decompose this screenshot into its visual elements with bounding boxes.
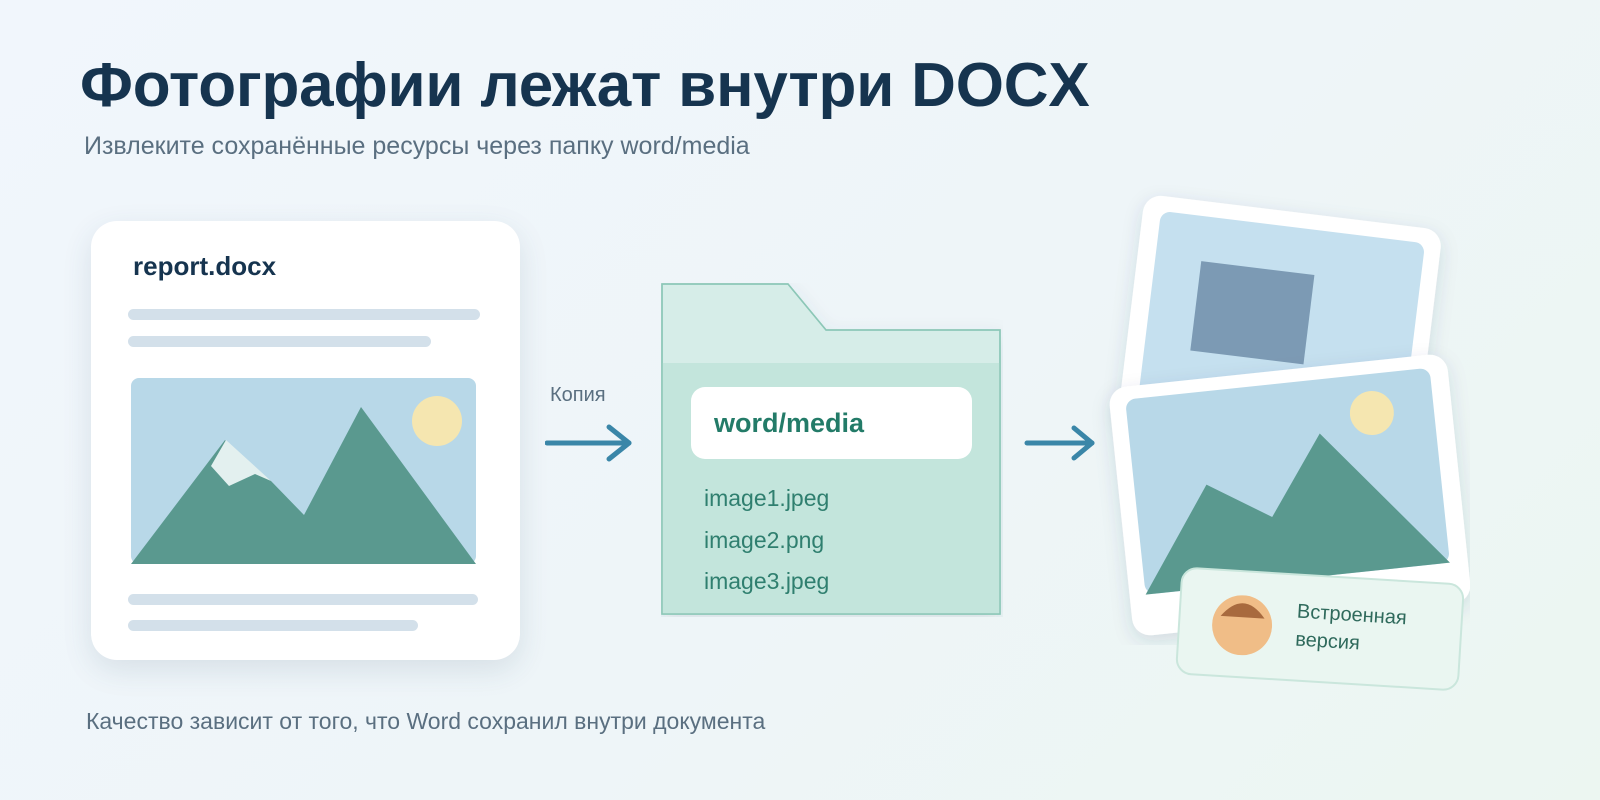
front-photo-icon <box>1109 354 1470 636</box>
file-item: image3.jpeg <box>704 568 830 594</box>
badge-label: Встроенная версия <box>1294 600 1408 655</box>
text-line-placeholder <box>128 309 480 320</box>
text-line-placeholder <box>128 594 478 605</box>
extracted-photos-stack <box>1109 195 1470 636</box>
avatar-icon <box>1212 595 1273 656</box>
file-item: image2.png <box>704 527 825 553</box>
footer-note: Качество зависит от того, что Word сохра… <box>86 708 766 734</box>
document-filename: report.docx <box>133 251 277 281</box>
page-title: Фотографии лежат внутри DOCX <box>80 51 1090 120</box>
page-subtitle: Извлеките сохранённые ресурсы через папк… <box>84 132 750 160</box>
file-item: image1.jpeg <box>704 485 830 511</box>
embedded-version-badge: Встроенная версия <box>1174 566 1466 692</box>
text-line-placeholder <box>128 336 431 347</box>
arrow-right-icon <box>545 424 632 462</box>
arrow-right-icon <box>1024 425 1095 461</box>
text-line-placeholder <box>128 620 418 631</box>
folder-name-tag: word/media <box>691 387 972 459</box>
docx-document-card: report.docx <box>91 221 520 660</box>
copy-label: Копия <box>550 384 606 406</box>
landscape-image-icon <box>131 378 476 564</box>
folder-name: word/media <box>714 408 865 438</box>
